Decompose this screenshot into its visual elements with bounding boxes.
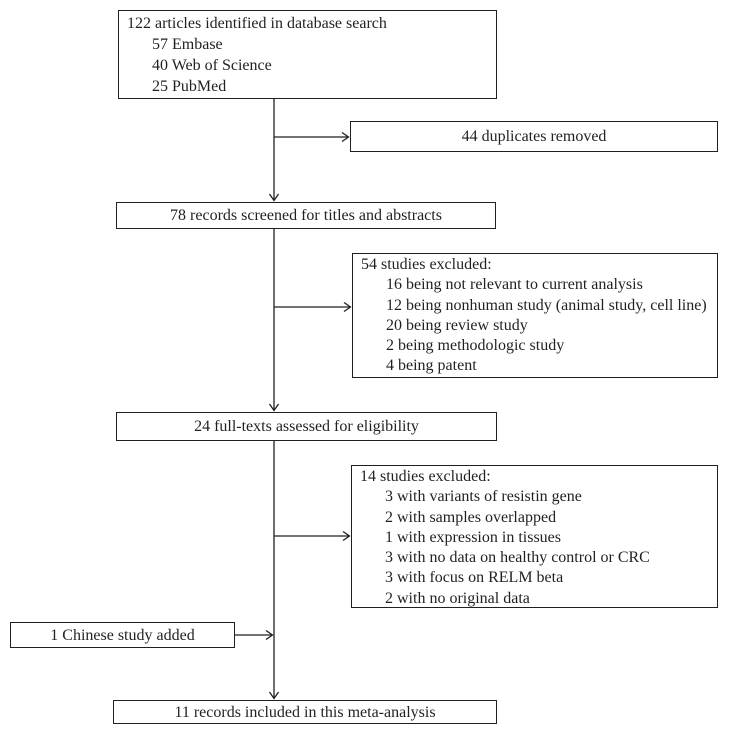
excluded-fulltext-heading: 14 studies excluded: [360, 468, 491, 485]
duplicates-removed-label: 44 duplicates removed [461, 128, 607, 145]
records-included-label: 11 records included in this meta-analysi… [174, 703, 436, 721]
excluded-fulltext-item: 2 with samples overlapped [385, 508, 557, 526]
records-screened-label: 78 records screened for titles and abstr… [170, 207, 442, 224]
excluded-fulltext-item: 3 with variants of resistin gene [385, 488, 582, 506]
excluded-screening-item: 16 being not relevant to current analysi… [386, 276, 643, 294]
chinese-study-added-label: 1 Chinese study added [50, 626, 195, 644]
excluded-fulltext-item: 3 with focus on RELM beta [385, 569, 564, 587]
excluded-screening-item: 12 being nonhuman study (animal study, c… [386, 296, 707, 314]
box-studies-excluded-screening: 54 studies excluded: 16 being not releva… [352, 253, 718, 378]
excluded-screening-item: 2 being methodologic study [386, 337, 565, 355]
excluded-fulltext-item: 3 with no data on healthy control or CRC [385, 549, 650, 567]
box-records-included: 11 records included in this meta-analysi… [113, 700, 497, 724]
box-fulltexts-assessed: 24 full-texts assessed for eligibility [116, 412, 497, 441]
box-duplicates-removed: 44 duplicates removed [350, 121, 718, 152]
box-articles-identified: 122 articles identified in database sear… [118, 10, 497, 99]
box-studies-excluded-fulltext: 14 studies excluded: 3 with variants of … [351, 465, 718, 608]
excluded-screening-item: 4 being patent [386, 357, 477, 375]
excluded-fulltext-item: 2 with no original data [385, 589, 530, 607]
database-item-pubmed: 25 PubMed [152, 78, 227, 95]
excluded-fulltext-item: 1 with expression in tissues [385, 528, 561, 546]
fulltexts-assessed-label: 24 full-texts assessed for eligibility [194, 418, 419, 435]
excluded-screening-heading: 54 studies excluded: [361, 256, 492, 273]
box-chinese-study-added: 1 Chinese study added [10, 622, 235, 648]
database-item-embase: 57 Embase [152, 36, 223, 53]
database-item-web-of-science: 40 Web of Science [152, 57, 272, 74]
box-records-screened: 78 records screened for titles and abstr… [116, 202, 496, 229]
articles-identified-heading: 122 articles identified in database sear… [127, 15, 387, 32]
excluded-screening-item: 20 being review study [386, 316, 528, 334]
